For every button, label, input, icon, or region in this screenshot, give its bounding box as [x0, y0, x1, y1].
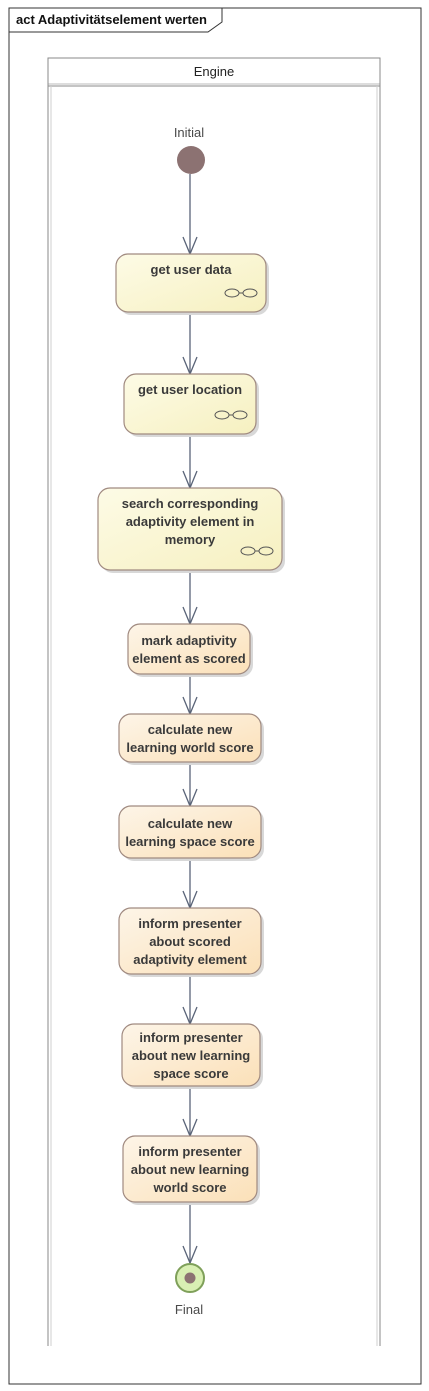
action-node-label: calculate new	[148, 816, 233, 831]
action-node-label: get user location	[138, 382, 242, 397]
action-node-box	[122, 1135, 258, 1203]
control-flow-arrow	[182, 762, 198, 808]
rake-icon	[240, 546, 274, 556]
control-flow-arrow	[182, 858, 198, 910]
action-node-label: about scored	[149, 934, 231, 949]
action-node-label: mark adaptivity	[141, 633, 237, 648]
control-flow-arrow	[182, 1086, 198, 1138]
action-node-label: about new learning	[132, 1048, 251, 1063]
initial-node-label: Initial	[174, 125, 204, 140]
control-flow-arrow	[182, 174, 198, 256]
control-flow-arrow	[182, 312, 198, 376]
action-nodes: get user data get user location search cor…	[97, 253, 285, 1205]
action-node: calculate new learning world score	[118, 713, 264, 765]
action-node: search corresponding adaptivity element i…	[97, 487, 285, 573]
rake-icon	[224, 288, 258, 298]
action-node-box	[118, 713, 262, 763]
final-node-label: Final	[175, 1302, 203, 1317]
action-node-label: inform presenter	[139, 1030, 242, 1045]
action-node-label: get user data	[151, 262, 233, 277]
action-node-label: memory	[165, 532, 216, 547]
final-node	[175, 1263, 205, 1293]
initial-node	[177, 146, 205, 174]
control-flow-arrow	[182, 674, 198, 716]
action-node: get user location	[123, 373, 259, 437]
action-node-label: space score	[153, 1066, 228, 1081]
control-flow-arrow	[182, 570, 198, 626]
control-flow-arrow	[182, 1202, 198, 1265]
action-node-label: adaptivity element in	[126, 514, 255, 529]
action-node-box	[127, 623, 251, 675]
action-node-label: calculate new	[148, 722, 233, 737]
action-node: inform presenter about scored adaptivity e…	[118, 907, 264, 977]
rake-icon	[214, 410, 248, 420]
frame-title: act Adaptivitätselement werten	[16, 12, 207, 27]
action-node-box	[118, 907, 262, 975]
action-node-label: learning space score	[125, 834, 254, 849]
swimlane-engine: Engine	[47, 57, 381, 1346]
action-node-label: inform presenter	[138, 916, 241, 931]
action-node-box	[121, 1023, 261, 1087]
action-node-label: search corresponding	[122, 496, 259, 511]
action-node-label: adaptivity element	[133, 952, 247, 967]
action-node-label: inform presenter	[138, 1144, 241, 1159]
action-node-label: learning world score	[126, 740, 253, 755]
action-node: calculate new learning space score	[118, 805, 264, 861]
action-node-box	[97, 487, 283, 571]
control-flow-arrow	[182, 974, 198, 1026]
action-node-label: world score	[153, 1180, 227, 1195]
swimlane-title: Engine	[194, 64, 234, 79]
action-node: inform presenter about new learning world …	[122, 1135, 260, 1205]
action-node-box	[118, 805, 262, 859]
action-node: mark adaptivity element as scored	[127, 623, 253, 677]
action-node: get user data	[115, 253, 269, 315]
control-flow-arrow	[182, 434, 198, 490]
action-node-label: about new learning	[131, 1162, 250, 1177]
action-node-label: element as scored	[132, 651, 246, 666]
frame-title-tab	[8, 7, 223, 33]
action-node: inform presenter about new learning space …	[121, 1023, 263, 1089]
action-node-box	[115, 253, 267, 313]
